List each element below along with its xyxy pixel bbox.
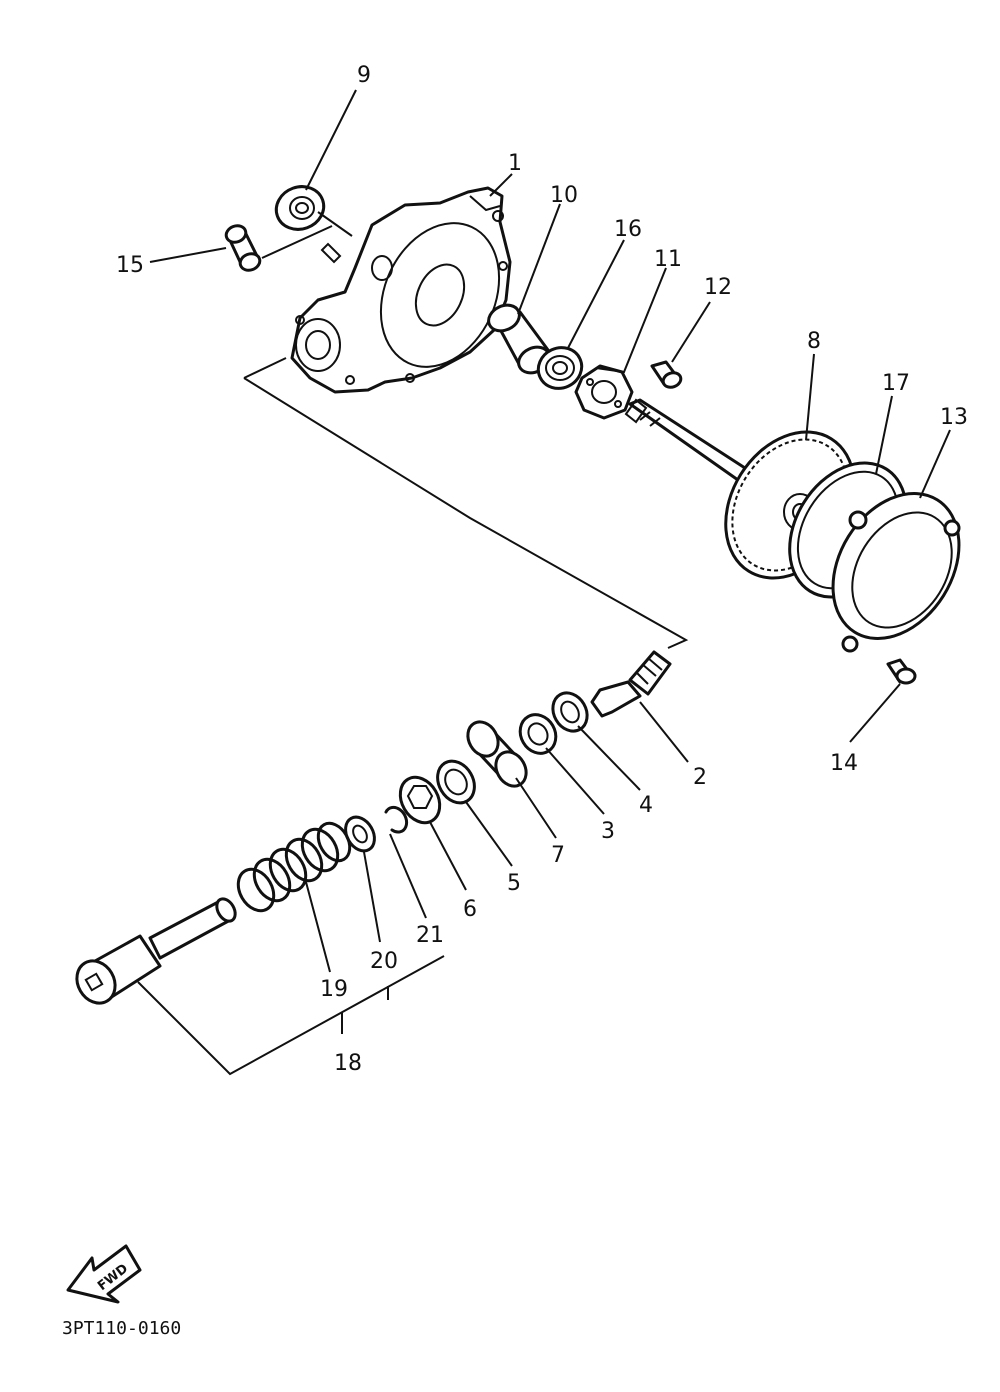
nut-6 xyxy=(398,775,442,825)
callout-4: 4 xyxy=(639,793,653,818)
collar-7 xyxy=(466,720,528,788)
callout-labels: 9 1 10 16 11 12 15 8 17 13 14 2 4 3 7 5 … xyxy=(116,63,968,1076)
forward-direction-arrow: FWD xyxy=(66,1244,142,1304)
bearing-5 xyxy=(436,759,476,805)
callout-3: 3 xyxy=(601,819,615,844)
bearing-retainer-11 xyxy=(574,364,634,420)
callout-13: 13 xyxy=(940,405,968,430)
drawing-code: 3PT110-0160 xyxy=(62,1318,181,1339)
bearing-16 xyxy=(536,346,584,390)
gear-case-cover-13 xyxy=(831,492,961,653)
shaft-18 xyxy=(75,897,237,1005)
callout-6: 6 xyxy=(463,897,477,922)
callout-7: 7 xyxy=(551,843,565,868)
screw-12 xyxy=(650,360,683,389)
gear-case-housing xyxy=(290,186,512,394)
bushing-15 xyxy=(224,224,262,272)
callout-15: 15 xyxy=(116,253,144,278)
callout-11: 11 xyxy=(654,247,682,272)
callout-2: 2 xyxy=(693,765,707,790)
spring-19 xyxy=(236,821,352,913)
bolt-14 xyxy=(886,658,917,685)
callout-14: 14 xyxy=(830,751,858,776)
callout-9: 9 xyxy=(357,63,371,88)
callout-5: 5 xyxy=(507,871,521,896)
pinion-shaft-2 xyxy=(590,650,672,718)
callout-12: 12 xyxy=(704,275,732,300)
leader-lines xyxy=(137,89,951,1076)
callout-1: 1 xyxy=(508,151,522,176)
callout-20: 20 xyxy=(370,949,398,974)
callout-17: 17 xyxy=(882,371,910,396)
oil-seal-9 xyxy=(274,185,326,231)
callout-16: 16 xyxy=(614,217,642,242)
callout-21: 21 xyxy=(416,923,444,948)
callout-8: 8 xyxy=(807,329,821,354)
circlip-21 xyxy=(384,805,409,834)
callout-10: 10 xyxy=(550,183,578,208)
callout-19: 19 xyxy=(320,977,348,1002)
callout-18: 18 xyxy=(334,1051,362,1076)
